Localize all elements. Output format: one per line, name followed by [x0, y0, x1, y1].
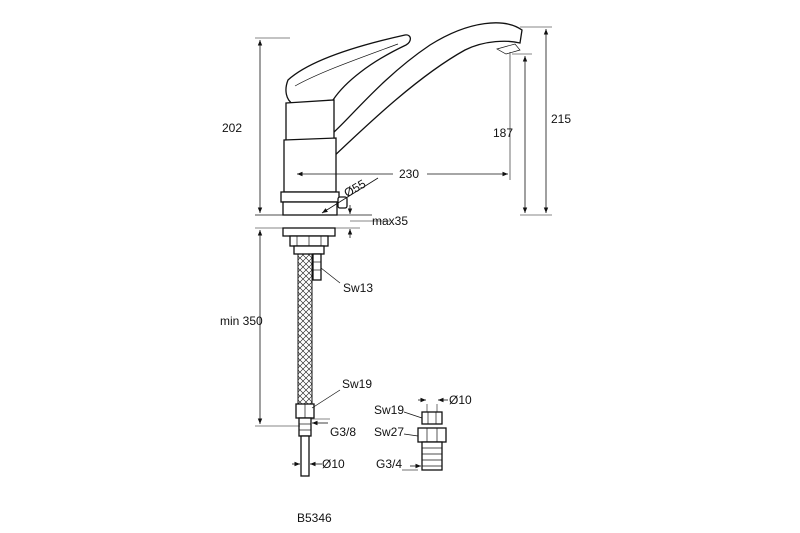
mounting-assembly [282, 227, 336, 477]
label-d10-hose: Ø10 [322, 457, 345, 471]
adapter-nut-small [421, 411, 443, 425]
lever-handle [285, 34, 412, 105]
dim-overall-height-right: 215 [520, 26, 571, 216]
adapter-detail: Ø10 Sw19 Sw27 G3/4 [374, 393, 472, 471]
label-202: 202 [222, 121, 242, 135]
label-detail-sw19: Sw19 [374, 403, 404, 417]
label-max35: max35 [372, 214, 408, 228]
label-sw13: Sw13 [343, 281, 373, 295]
dim-spout-height: 187 [493, 53, 532, 213]
label-detail-g34: G3/4 [376, 457, 402, 471]
braided-hose [297, 253, 313, 405]
label-d55: Ø55 [342, 176, 369, 200]
dim-spout-reach: 230 [297, 52, 511, 181]
faucet-body [280, 22, 523, 216]
cartridge-housing [285, 99, 335, 143]
callout-g38: G3/8 [311, 418, 356, 439]
label-187: 187 [493, 126, 513, 140]
label-215: 215 [551, 112, 571, 126]
faucet-base [280, 191, 340, 203]
label-min-350: min 350 [220, 314, 263, 328]
model-code: B5346 [297, 511, 332, 525]
label-sw19: Sw19 [342, 377, 372, 391]
label-230: 230 [399, 167, 419, 181]
spout [324, 22, 523, 162]
label-detail-sw27: Sw27 [374, 425, 404, 439]
callout-sw13: Sw13 [320, 267, 373, 295]
dim-max-deck: max35 [335, 205, 408, 238]
faucet-column [283, 137, 337, 193]
callout-d10-hose: Ø10 [292, 457, 345, 476]
label-g38: G3/8 [330, 425, 356, 439]
adapter-nut-large [417, 427, 447, 443]
supply-pipe [300, 435, 310, 477]
dim-hose-length: min 350 [220, 227, 300, 427]
label-detail-d10: Ø10 [449, 393, 472, 407]
dim-overall-height-left: 202 [222, 37, 290, 213]
callout-sw19: Sw19 [311, 377, 372, 409]
